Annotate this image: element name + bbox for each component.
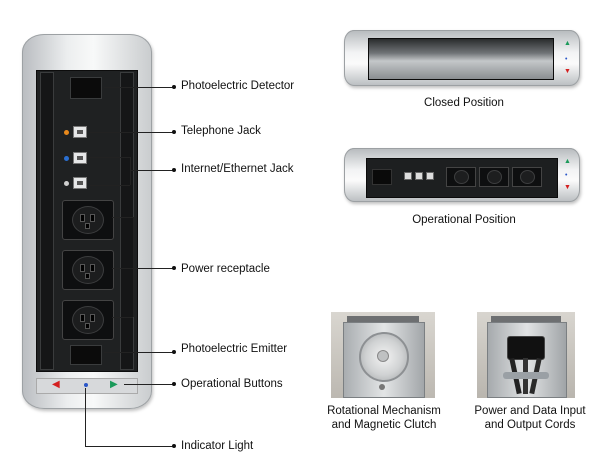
closed-lid: [368, 38, 554, 80]
photo-power-data-cords: [477, 312, 575, 398]
closed-up-arrow-icon: ▲: [564, 40, 571, 47]
caption-cords: Power and Data Input and Output Cords: [474, 405, 586, 431]
op-outlet-1: [446, 167, 476, 187]
internet-led: [64, 156, 69, 161]
telephone-led: [64, 130, 69, 135]
power-inlet-icon: [507, 336, 545, 360]
photoelectric-emitter: [70, 345, 102, 365]
left-rail: [40, 72, 54, 370]
label-internet-jack: Internet/Ethernet Jack: [181, 163, 294, 175]
caption-closed-position: Closed Position: [424, 97, 504, 109]
caption-operational-position: Operational Position: [412, 214, 516, 226]
op-outlet-2: [479, 167, 509, 187]
op-detector: [372, 169, 392, 185]
power-outlet-3[interactable]: [62, 300, 114, 340]
caption-rotational: Rotational Mechanism and Magnetic Clutch: [327, 405, 441, 431]
ethernet-jack-2[interactable]: [73, 177, 87, 189]
power-outlet-2[interactable]: [62, 250, 114, 290]
op-jack-3: [426, 172, 434, 180]
ethernet-jack-1[interactable]: [73, 152, 87, 164]
photo-rotational-mechanism: [331, 312, 435, 398]
op-jack-1: [404, 172, 412, 180]
label-indicator-light: Indicator Light: [181, 440, 254, 452]
indicator-light: [84, 383, 88, 387]
label-operational-buttons: Operational Buttons: [181, 378, 283, 390]
op-outlet-3: [512, 167, 542, 187]
down-arrow-button-icon[interactable]: ◀: [52, 379, 60, 390]
label-power-receptacle: Power receptacle: [181, 263, 270, 275]
op-jack-2: [415, 172, 423, 180]
label-photoelectric-detector: Photoelectric Detector: [181, 80, 295, 92]
closed-down-arrow-icon: ▼: [564, 68, 571, 75]
op-indicator-icon: •: [565, 172, 568, 179]
closed-indicator-icon: •: [565, 56, 568, 63]
photoelectric-detector: [70, 77, 102, 99]
rotational-dial-icon: [359, 332, 409, 382]
up-arrow-button-icon[interactable]: ▶: [110, 379, 118, 390]
label-telephone-jack: Telephone Jack: [181, 125, 261, 137]
internet-led-2: [64, 181, 69, 186]
power-outlet-1[interactable]: [62, 200, 114, 240]
op-up-arrow-icon: ▲: [564, 158, 571, 165]
telephone-jack[interactable]: [73, 126, 87, 138]
op-down-arrow-icon: ▼: [564, 184, 571, 191]
right-rail: [120, 72, 134, 370]
label-photoelectric-emitter: Photoelectric Emitter: [181, 343, 288, 355]
